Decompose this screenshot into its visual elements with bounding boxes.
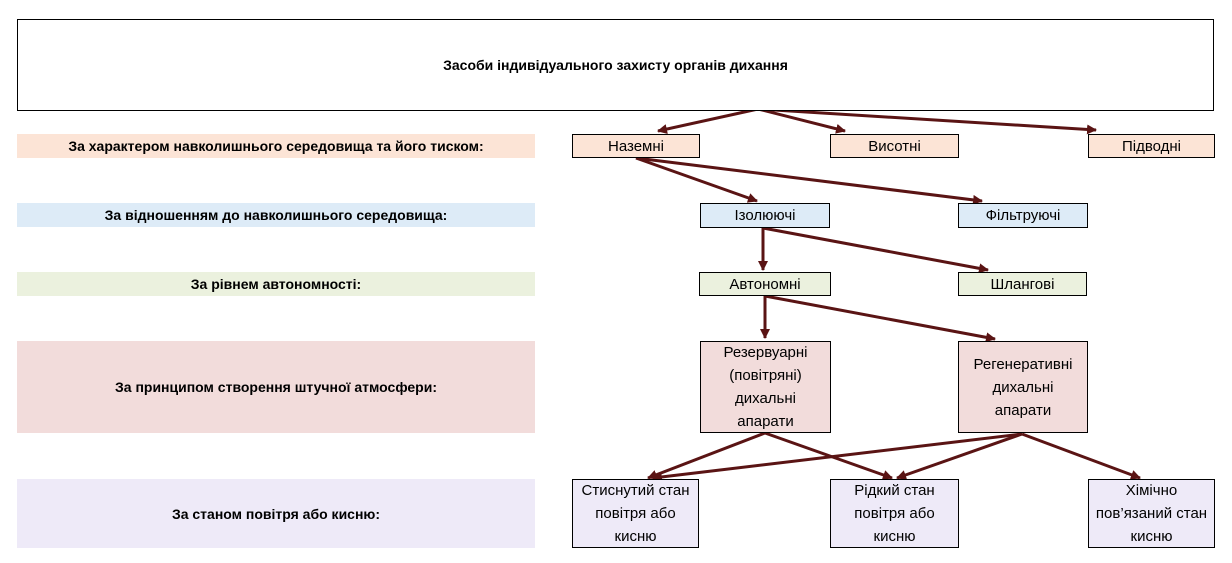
level-label-relation-to-environment: За відношенням до навколишнього середови… (17, 203, 535, 227)
level-label-artificial-atmosphere: За принципом створення штучної атмосфери… (17, 341, 535, 433)
arrow-rezervuarni-to-stysnutyi (647, 431, 766, 480)
arrow-title-to-pidvodni (757, 107, 1097, 135)
level-label-environment-pressure: За характером навколишнього середовища т… (17, 134, 535, 158)
level-label-air-oxygen-state: За станом повітря або кисню: (17, 479, 535, 548)
arrow-izoliuiuchi-to-shlangovi (762, 226, 989, 274)
node-vysotni: Висотні (830, 134, 959, 158)
node-stysnutyi: Стиснутий стан повітря або кисню (572, 479, 699, 548)
arrow-avtonomni-to-regeneratyvni (764, 294, 996, 343)
arrow-regeneratyvni-to-stysnutyi (652, 432, 1023, 482)
arrow-title-to-nazemni (657, 107, 759, 134)
arrow-nazemni-to-filtruiuchi (635, 156, 983, 205)
node-khimichno: Хімічно пов’язаний стан кисню (1088, 479, 1215, 548)
arrow-title-to-vysotni (757, 107, 846, 134)
node-izoliuiuchi: Ізолюючі (700, 203, 830, 228)
node-filtruiuchi: Фільтруючі (958, 203, 1088, 228)
node-nazemni: Наземні (572, 134, 700, 158)
arrow-regeneratyvni-to-khimichno (1021, 432, 1141, 480)
node-avtonomni: Автономні (699, 272, 831, 296)
level-label-autonomy: За рівнем автономності: (17, 272, 535, 296)
arrow-nazemni-to-izoliuiuchi (635, 156, 758, 203)
arrow-regeneratyvni-to-ridkyi (896, 432, 1023, 480)
node-pidvodni: Підводні (1088, 134, 1215, 158)
diagram-title: Засоби індивідуального захисту органів д… (17, 19, 1214, 111)
node-rezervuarni: Резервуарні (повітряні) дихальні апарати (700, 341, 831, 433)
node-shlangovi: Шлангові (958, 272, 1087, 296)
arrow-rezervuarni-to-ridkyi (764, 431, 893, 480)
node-ridkyi: Рідкий стан повітря або кисню (830, 479, 959, 548)
node-regeneratyvni: Регенеративні дихальні апарати (958, 341, 1088, 433)
